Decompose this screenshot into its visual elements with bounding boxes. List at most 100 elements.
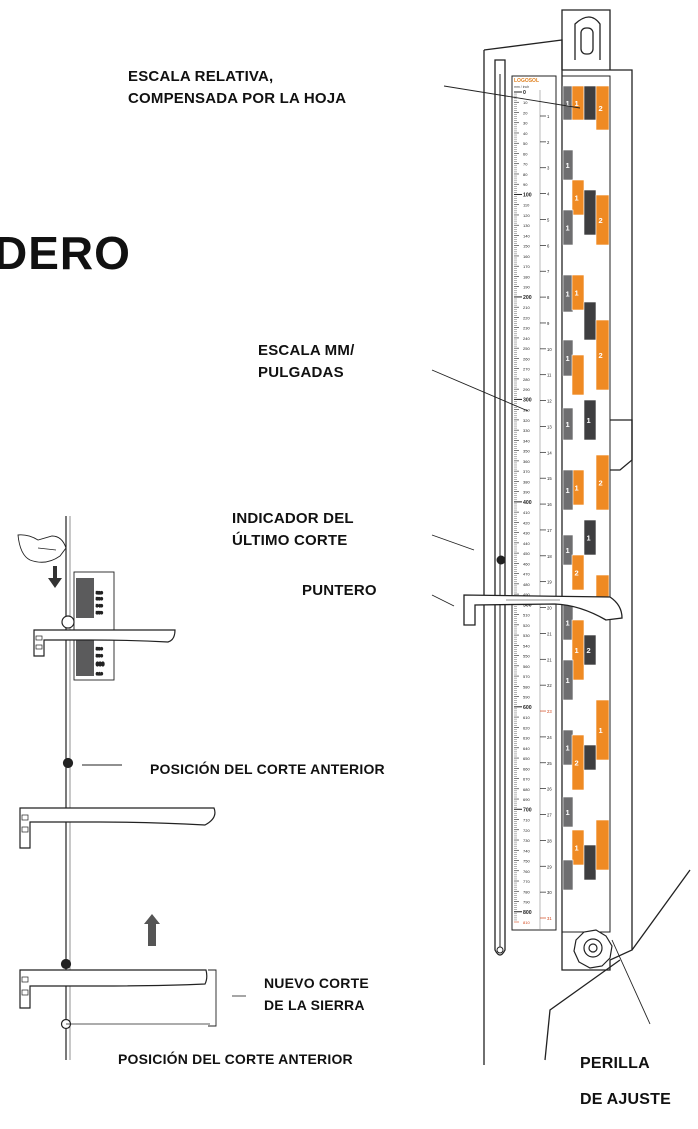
- relative-scale-block: [583, 85, 597, 121]
- mini-scale-block: [76, 578, 94, 618]
- mini-scale-label: 610: [96, 671, 103, 676]
- mm-tick-label: 100: [523, 192, 532, 198]
- mm-tick-label: 90: [523, 182, 528, 187]
- mm-tick-label: 270: [523, 367, 530, 372]
- last-cut-indicator-dot: [496, 555, 506, 565]
- inch-tick-label: 25: [547, 761, 552, 766]
- mm-tick-label: 580: [523, 684, 530, 689]
- inch-tick-label: 21: [547, 657, 552, 662]
- block-number-label: 1: [599, 726, 603, 735]
- relative-scale-block: [595, 194, 610, 246]
- mm-tick-label: 470: [523, 572, 530, 577]
- mini-scale-label: 590: [96, 653, 103, 658]
- mm-tick-label: 500: [523, 602, 532, 608]
- mini-scale-block: [76, 640, 94, 676]
- block-number-label: 1: [575, 484, 579, 493]
- relative-scale-block: [562, 149, 574, 181]
- relative-scale-block: [595, 699, 610, 761]
- mm-tick-label: 290: [523, 387, 530, 392]
- label-new-saw-cut: NUEVO CORTE DE LA SIERRA: [264, 972, 369, 1016]
- mm-tick-label: 430: [523, 531, 530, 536]
- mm-tick-label: 780: [523, 889, 530, 894]
- inch-tick-label: 20: [547, 606, 552, 611]
- inch-tick-label: 21: [547, 631, 552, 636]
- label-last-cut-indicator-line-2: ÚLTIMO CORTE: [232, 532, 348, 549]
- mm-tick-label: 640: [523, 746, 530, 751]
- relative-scale-block: [562, 534, 574, 566]
- mm-tick-label: 220: [523, 315, 530, 320]
- block-number-label: 2: [599, 104, 603, 113]
- mm-tick-label: 440: [523, 541, 530, 546]
- label-previous-cut-position-1: POSICIÓN DEL CORTE ANTERIOR: [150, 758, 385, 780]
- mm-tick-label: 410: [523, 510, 530, 515]
- mm-tick-label: 70: [523, 162, 528, 167]
- relative-scale-block: [583, 744, 597, 771]
- relative-scale-block: [562, 859, 574, 891]
- inch-tick-label: 6: [547, 243, 550, 248]
- inch-tick-label: 16: [547, 502, 552, 507]
- mm-tick-label: 620: [523, 725, 530, 730]
- inch-tick-label: 26: [547, 787, 552, 792]
- inch-tick-label: 10: [547, 347, 552, 352]
- label-relative-scale: ESCALA RELATIVA, COMPENSADA POR LA HOJA: [128, 66, 346, 110]
- inch-tick-label: 5: [547, 217, 550, 222]
- label-mm-inch-scale-line-1: ESCALA MM/: [258, 342, 355, 359]
- inch-tick-label: 2: [547, 140, 550, 145]
- mm-tick-label: 180: [523, 274, 530, 279]
- label-pointer-text: PUNTERO: [302, 582, 377, 599]
- mm-tick-label: 630: [523, 736, 530, 741]
- inch-tick-label: 30: [547, 890, 552, 895]
- mini-scale-label: 520: [96, 590, 103, 595]
- relative-scale-block: [595, 319, 610, 391]
- block-number-label: 1: [566, 744, 570, 753]
- inch-tick-label: 28: [547, 838, 552, 843]
- label-adjust-knob: PERILLA DE AJUSTE: [580, 1046, 671, 1118]
- mm-tick-label: 700: [523, 807, 532, 813]
- relative-scale-block: [583, 301, 597, 341]
- pointer-arm: [463, 594, 623, 626]
- mm-tick-label: 10: [523, 100, 528, 105]
- block-number-label: 1: [566, 99, 570, 108]
- mm-tick-label: 80: [523, 172, 528, 177]
- mm-inch-scale-plate: LOGOSOL mm / inch 0102030405060708090100…: [511, 75, 557, 931]
- mm-tick-label: 670: [523, 777, 530, 782]
- mini-scale-label: 600: [96, 662, 105, 668]
- inch-tick-label: 27: [547, 813, 552, 818]
- block-number-label: 1: [575, 194, 579, 203]
- mm-tick-label: 650: [523, 756, 530, 761]
- relative-scale-block: [583, 519, 597, 556]
- mm-tick-label: 370: [523, 469, 530, 474]
- inch-tick-labels: 1234567891011121314151617181920212122232…: [547, 114, 552, 921]
- illustration-step-2: [19, 757, 216, 849]
- mm-tick-label: 50: [523, 141, 528, 146]
- mm-tick-label: 110: [523, 203, 530, 208]
- label-pointer: PUNTERO: [302, 580, 377, 602]
- mm-tick-label: 230: [523, 326, 530, 331]
- block-number-label: 2: [587, 646, 591, 655]
- mm-tick-label: 60: [523, 151, 528, 156]
- block-number-label: 1: [575, 289, 579, 298]
- relative-scale-block: [562, 659, 574, 701]
- mini-scale-label: 550: [96, 610, 103, 615]
- mm-tick-label: 0: [523, 90, 526, 96]
- inch-tick-label: 11: [547, 373, 552, 378]
- mm-tick-marks: [514, 91, 522, 923]
- block-number-label: 1: [566, 676, 570, 685]
- label-last-cut-indicator-line-1: INDICADOR DEL: [232, 510, 354, 527]
- mm-tick-label: 380: [523, 479, 530, 484]
- inch-tick-label: 23: [547, 709, 552, 714]
- inch-tick-label: 29: [547, 864, 552, 869]
- mm-tick-label: 20: [523, 110, 528, 115]
- title-fragment: DERO: [0, 227, 131, 279]
- scale-brand: LOGOSOL: [514, 78, 539, 84]
- mm-tick-label: 140: [523, 233, 530, 238]
- block-number-label: 1: [566, 354, 570, 363]
- block-number-label: 1: [566, 808, 570, 817]
- mm-tick-label: 260: [523, 356, 530, 361]
- mm-tick-label: 120: [523, 213, 530, 218]
- mm-tick-label: 170: [523, 264, 530, 269]
- inch-tick-label: 31: [547, 916, 552, 921]
- mm-tick-label: 300: [523, 397, 532, 403]
- inch-tick-marks: [540, 115, 546, 919]
